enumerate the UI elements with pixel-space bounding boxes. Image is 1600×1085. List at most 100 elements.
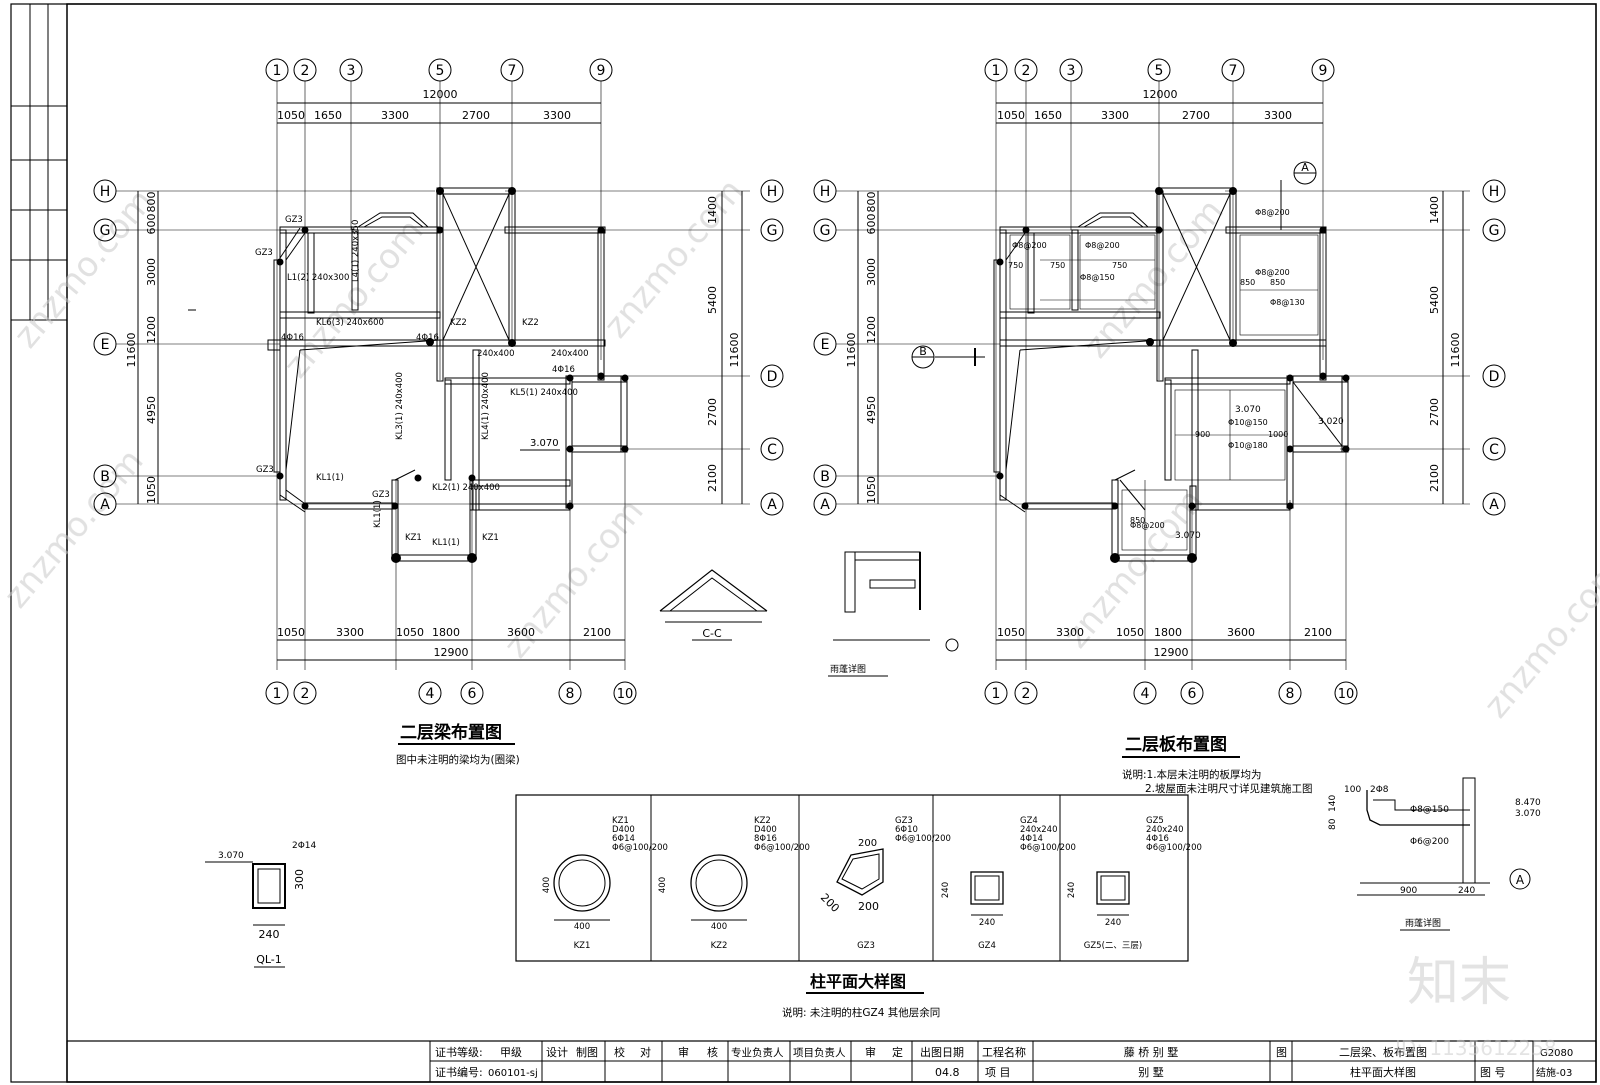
svg-text:GZ3: GZ3: [372, 490, 390, 500]
svg-text:10: 10: [1338, 687, 1355, 702]
svg-text:04.8: 04.8: [935, 1066, 960, 1079]
svg-text:3300: 3300: [336, 626, 364, 639]
svg-text:C-C: C-C: [702, 627, 722, 640]
svg-text:3300: 3300: [1264, 109, 1292, 122]
svg-text:750: 750: [1050, 261, 1065, 270]
svg-text:1: 1: [273, 63, 282, 79]
svg-text:240: 240: [1067, 882, 1077, 898]
svg-text:2Φ14: 2Φ14: [292, 841, 317, 851]
svg-text:设计: 设计: [546, 1046, 568, 1059]
svg-text:200: 200: [818, 891, 842, 915]
svg-text:Φ8@130: Φ8@130: [1270, 298, 1305, 307]
svg-text:7: 7: [508, 63, 517, 79]
right-axis-bubbles: H G D C A: [760, 179, 784, 516]
svg-text:12900: 12900: [434, 646, 469, 659]
svg-text:400: 400: [658, 877, 668, 893]
svg-text:Φ8@200: Φ8@200: [1085, 241, 1120, 250]
svg-text:Φ8@150: Φ8@150: [1080, 273, 1115, 282]
svg-text:定: 定: [892, 1045, 903, 1059]
svg-text:雨蓬详图: 雨蓬详图: [830, 663, 866, 675]
svg-text:600: 600: [865, 214, 878, 235]
svg-text:Φ6@200: Φ6@200: [1410, 837, 1449, 847]
svg-text:400: 400: [711, 922, 727, 932]
svg-text:Φ6@100/200: Φ6@100/200: [754, 843, 810, 853]
svg-text:L1(2) 240x300: L1(2) 240x300: [287, 273, 349, 283]
svg-text:2: 2: [1022, 63, 1031, 79]
svg-text:12000: 12000: [1143, 88, 1178, 101]
section-cc-detail: C-C: [659, 569, 768, 641]
svg-text:工程名称: 工程名称: [982, 1045, 1026, 1059]
svg-text:240: 240: [1458, 886, 1475, 896]
svg-text:KL1(1): KL1(1): [373, 500, 383, 528]
svg-text:4Φ16: 4Φ16: [552, 365, 575, 375]
svg-text:240: 240: [1105, 918, 1121, 928]
svg-text:8Φ16: 8Φ16: [754, 834, 777, 844]
column-gz3: GZ3 6Φ10 Φ6@100/200 200 200 200 GZ3: [818, 816, 951, 951]
svg-text:B: B: [100, 469, 110, 485]
right-plan-note-1: 说明:1.本层未注明的板厚均为: [1122, 768, 1262, 781]
canopy-detail-small: 雨蓬详图: [828, 551, 959, 677]
svg-text:240: 240: [941, 882, 951, 898]
svg-text:300: 300: [293, 869, 306, 890]
svg-text:证书编号:: 证书编号:: [435, 1065, 483, 1079]
svg-text:400: 400: [574, 922, 590, 932]
beam-layout-plan: 1 2 3 5 7 9 12000 1050 1650 3300 2700 33…: [93, 58, 784, 766]
svg-text:Φ6@100/200: Φ6@100/200: [612, 843, 668, 853]
svg-text:240x240: 240x240: [1146, 825, 1183, 835]
svg-text:1: 1: [992, 63, 1001, 79]
svg-text:2100: 2100: [1304, 626, 1332, 639]
svg-text:核: 核: [707, 1045, 718, 1059]
svg-text:Φ8@200: Φ8@200: [1130, 521, 1165, 530]
svg-text:A: A: [820, 497, 830, 513]
svg-text:Φ8@200: Φ8@200: [1255, 268, 1290, 277]
svg-text:240x240: 240x240: [1020, 825, 1057, 835]
svg-text:KL4(1) 240x400: KL4(1) 240x400: [481, 372, 491, 440]
svg-text:D400: D400: [754, 825, 777, 835]
ql1-detail: 3.070 2Φ14 300 240 QL-1: [205, 841, 317, 968]
svg-text:2700: 2700: [1182, 109, 1210, 122]
svg-text:柱平面大样图: 柱平面大样图: [1350, 1065, 1416, 1079]
svg-text:2: 2: [301, 63, 310, 79]
svg-text:E: E: [101, 337, 110, 353]
svg-text:甲级: 甲级: [500, 1046, 522, 1059]
svg-text:Φ6@100/200: Φ6@100/200: [1020, 843, 1076, 853]
svg-text:Φ10@180: Φ10@180: [1228, 441, 1268, 450]
svg-text:Φ8@150: Φ8@150: [1410, 805, 1449, 815]
svg-text:4: 4: [1141, 686, 1150, 702]
svg-text:图: 图: [1276, 1046, 1287, 1059]
left-axis-bubbles: H G E B A: [813, 179, 837, 516]
svg-text:Φ6@100/200: Φ6@100/200: [895, 834, 951, 844]
svg-text:1800: 1800: [432, 626, 460, 639]
top-axis-bubbles: 1 2 3 5 7 9: [984, 58, 1335, 82]
watermark-text: znzmo.com: [0, 441, 152, 615]
svg-text:别 墅: 别 墅: [1138, 1066, 1164, 1079]
top-axis-bubbles: 1 2 3 5 7 9: [265, 58, 613, 82]
svg-text:11600: 11600: [125, 333, 138, 368]
svg-text:10: 10: [617, 687, 634, 702]
svg-text:3600: 3600: [1227, 626, 1255, 639]
svg-text:KZ1: KZ1: [574, 941, 591, 951]
svg-text:9: 9: [597, 63, 606, 79]
svg-text:D: D: [767, 369, 778, 385]
svg-text:3600: 3600: [507, 626, 535, 639]
svg-text:1400: 1400: [706, 196, 719, 224]
svg-text:2100: 2100: [706, 464, 719, 492]
svg-text:G: G: [767, 223, 778, 239]
title-block: 证书等级: 甲级 证书编号: 060101-sj 设计 制图 校 对 审 核 专…: [66, 1040, 1597, 1083]
svg-text:3: 3: [347, 63, 356, 79]
svg-text:GZ4: GZ4: [1020, 816, 1038, 826]
svg-text:850: 850: [1130, 516, 1145, 525]
svg-text:对: 对: [640, 1045, 651, 1059]
svg-text:KL2(1) 240x400: KL2(1) 240x400: [432, 483, 500, 493]
svg-text:3000: 3000: [865, 258, 878, 286]
svg-text:C: C: [767, 442, 777, 458]
svg-text:2700: 2700: [462, 109, 490, 122]
svg-text:E: E: [821, 337, 830, 353]
svg-text:KZ2: KZ2: [711, 941, 728, 951]
image-id: ID: 1135612258: [1395, 1036, 1557, 1060]
svg-text:4Φ16: 4Φ16: [281, 333, 304, 343]
svg-text:制图: 制图: [576, 1046, 598, 1059]
svg-text:8.470: 8.470: [1515, 798, 1541, 808]
svg-text:Φ10@150: Φ10@150: [1228, 418, 1268, 427]
